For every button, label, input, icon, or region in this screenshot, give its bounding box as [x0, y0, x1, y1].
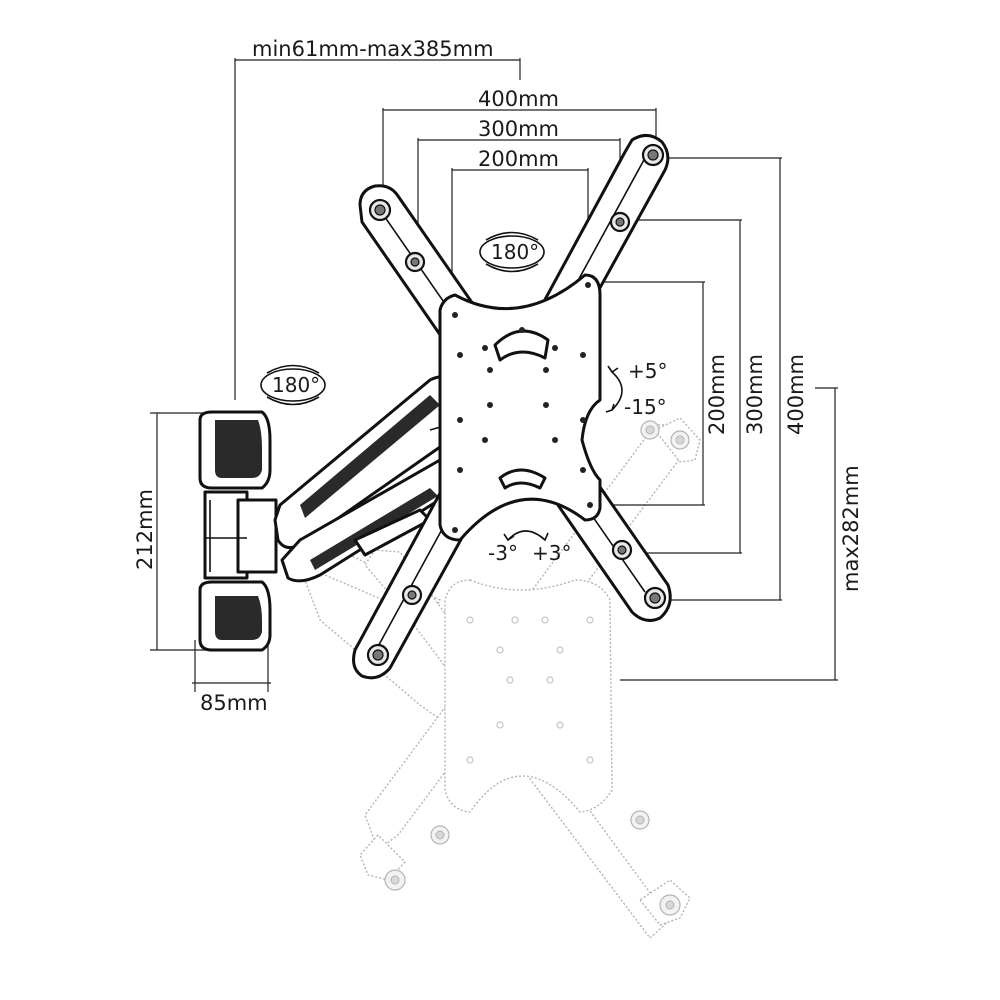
- tilt-arrow-icon: [605, 365, 623, 413]
- rotation-arrow-icon: [503, 530, 549, 542]
- articulating-arm: [273, 375, 471, 583]
- vesa-width-300-label: 300mm: [478, 117, 559, 141]
- swivel-plate-angle: 180°: [491, 240, 539, 264]
- swivel-plate-badge: [479, 231, 545, 273]
- swivel-arm-badge: [260, 364, 326, 406]
- vesa-height-200-label: 200mm: [705, 354, 729, 435]
- swivel-arm-angle: 180°: [272, 373, 320, 397]
- wall-plate: [198, 410, 278, 652]
- rotate-left-angle: -3°: [488, 541, 518, 565]
- bracket-bosses: [366, 143, 667, 667]
- max-height-offset-label: max282mm: [839, 465, 863, 592]
- vesa-width-400-label: 400mm: [478, 87, 559, 111]
- vesa-width-200-label: 200mm: [478, 147, 559, 171]
- tilt-up-angle: +5°: [628, 359, 667, 383]
- rotate-right-angle: +3°: [532, 541, 571, 565]
- tilt-down-angle: -15°: [624, 395, 667, 419]
- vesa-x-bracket: [352, 134, 672, 680]
- arm-extension-label: min61mm-max385mm: [252, 37, 494, 61]
- vesa-height-400-label: 400mm: [784, 354, 808, 435]
- vesa-height-300-label: 300mm: [743, 354, 767, 435]
- vesa-plate-holes: [452, 282, 593, 533]
- wall-plate-depth-label: 85mm: [200, 691, 268, 715]
- wall-plate-height-label: 212mm: [133, 489, 157, 570]
